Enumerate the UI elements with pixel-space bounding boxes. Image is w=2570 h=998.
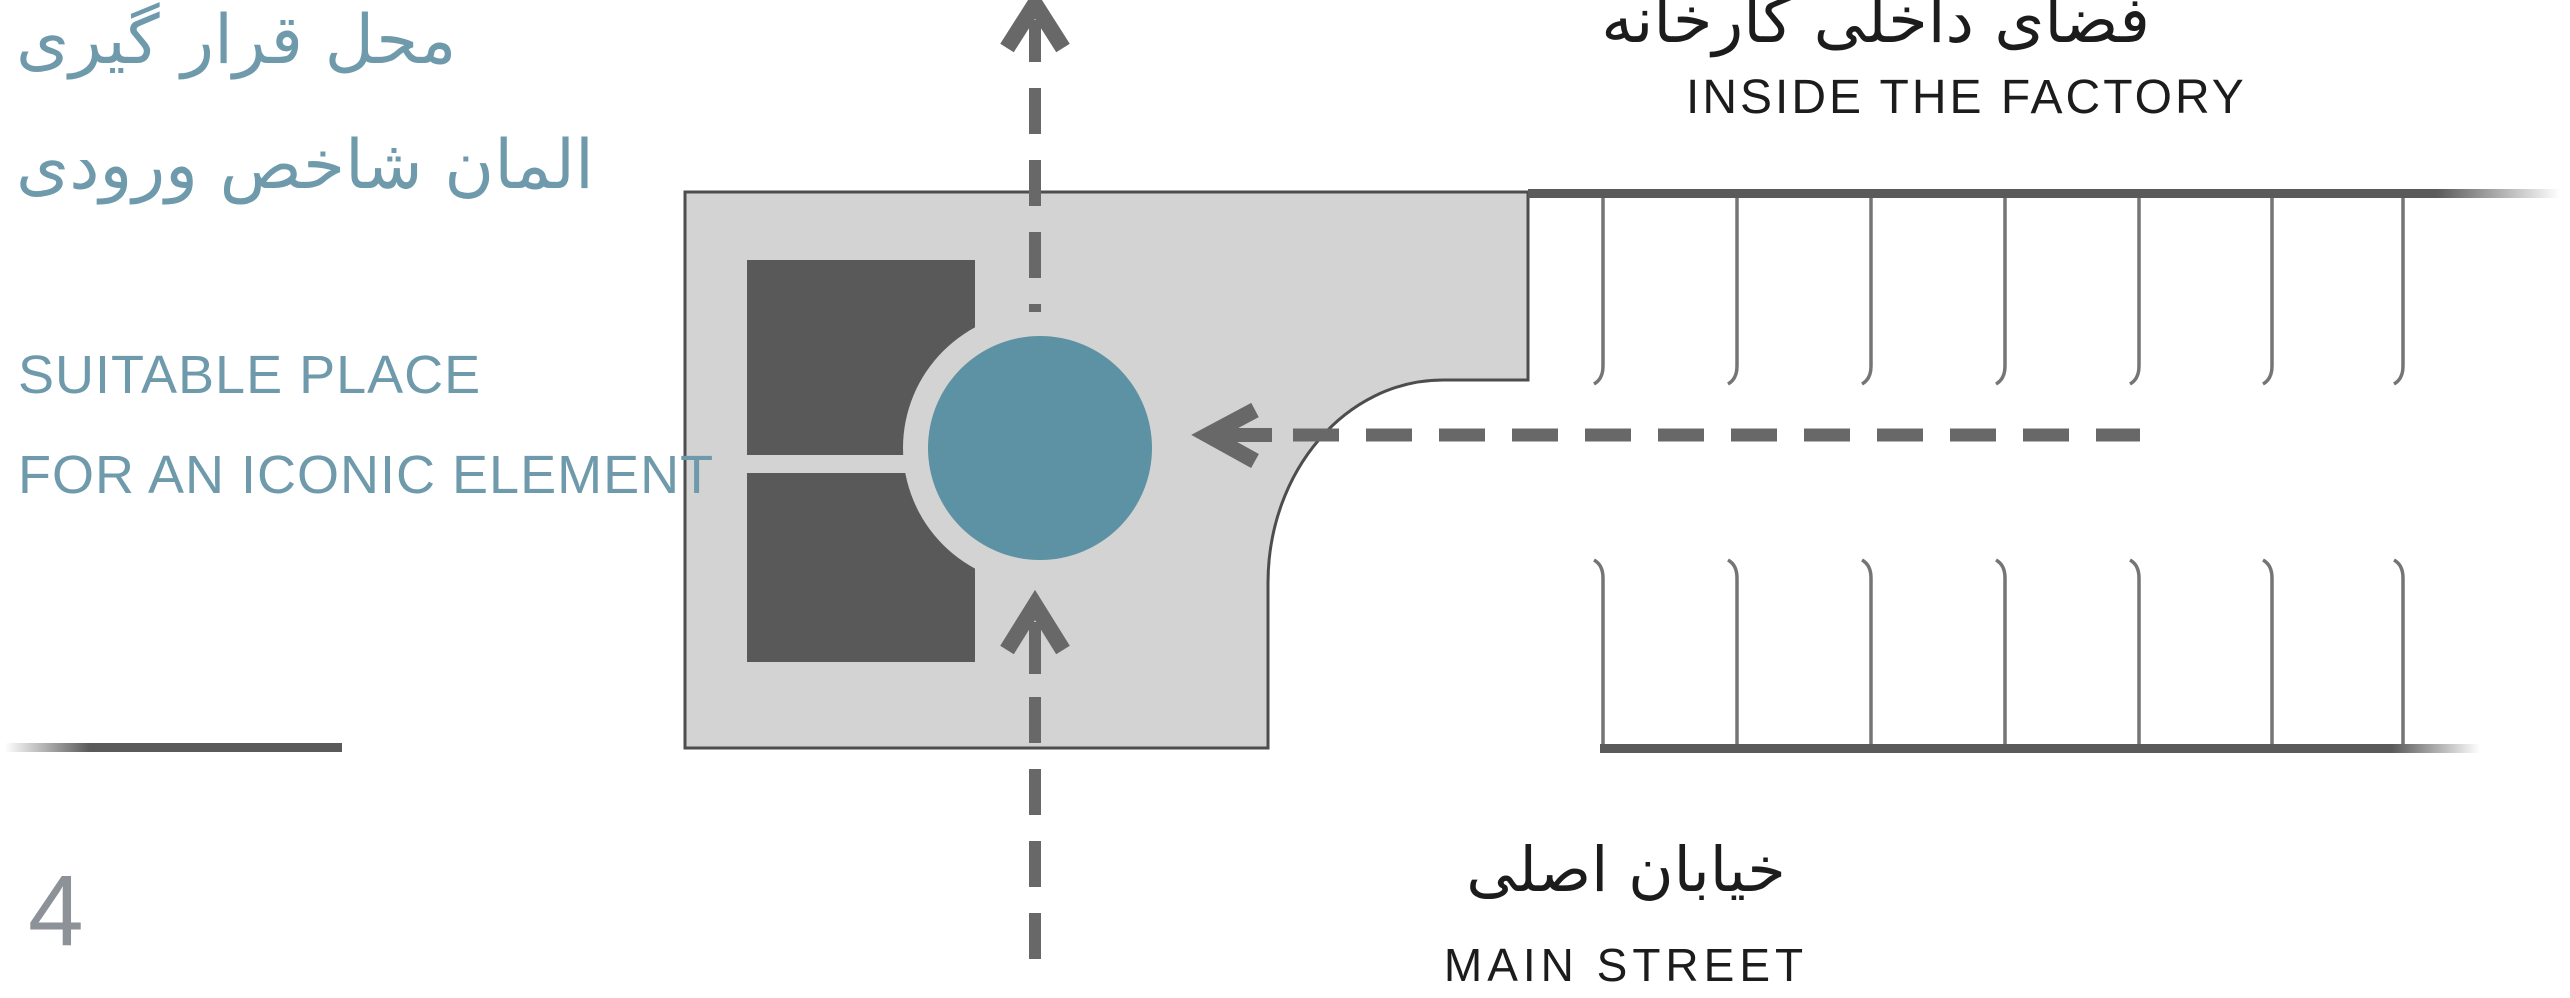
label-inside-factory-en: INSIDE THE FACTORY xyxy=(1686,71,2247,124)
parking-tick xyxy=(2129,558,2141,744)
iconic-element-circle-icon xyxy=(928,336,1152,560)
parking-tick xyxy=(1727,198,1739,386)
label-entry-element-en: SUITABLE PLACE FOR AN ICONIC ELEMENT xyxy=(18,325,714,525)
label-entry-element-en-line1: SUITABLE PLACE xyxy=(18,345,482,405)
left-arrow-head xyxy=(1191,402,1259,469)
parking-tick xyxy=(2129,198,2141,386)
label-main-street-en: MAIN STREET xyxy=(1443,939,1809,991)
parking-tick xyxy=(1727,558,1739,744)
parking-tick xyxy=(1593,558,1605,744)
parking-ticks-bottom xyxy=(1593,558,2405,744)
up-arrow-icon xyxy=(1000,0,1070,960)
left-arrow-icon xyxy=(1191,402,2140,469)
page-number: 4 xyxy=(28,855,84,967)
parking-tick xyxy=(2393,558,2405,744)
up-arrow-head-middle xyxy=(1000,589,1070,655)
parking-tick xyxy=(1995,558,2007,744)
parking-tick xyxy=(1593,198,1605,386)
factory-street-edge-top xyxy=(1528,189,2560,198)
main-street-edge-left xyxy=(5,743,342,752)
factory-street-edge-bottom xyxy=(1600,744,2480,753)
label-entry-element-fa: محل قرار گیری المان شاخص ورودی xyxy=(16,0,594,228)
label-entry-element-fa-line2: المان شاخص ورودی xyxy=(16,126,594,205)
up-arrow-head-top xyxy=(1000,0,1070,53)
label-inside-factory-fa: فضای داخلی کارخانه xyxy=(1601,0,2150,58)
label-entry-element-fa-line1: محل قرار گیری xyxy=(16,1,457,80)
parking-tick xyxy=(2262,558,2274,744)
parking-tick xyxy=(1995,198,2007,386)
parking-tick xyxy=(2393,198,2405,386)
parking-ticks-top xyxy=(1593,198,2405,386)
parking-tick xyxy=(2262,198,2274,386)
label-entry-element-en-line2: FOR AN ICONIC ELEMENT xyxy=(18,445,715,505)
parking-tick xyxy=(1861,558,1873,744)
parking-tick xyxy=(1861,198,1873,386)
label-main-street-fa: خیابان اصلی xyxy=(1466,833,1786,906)
